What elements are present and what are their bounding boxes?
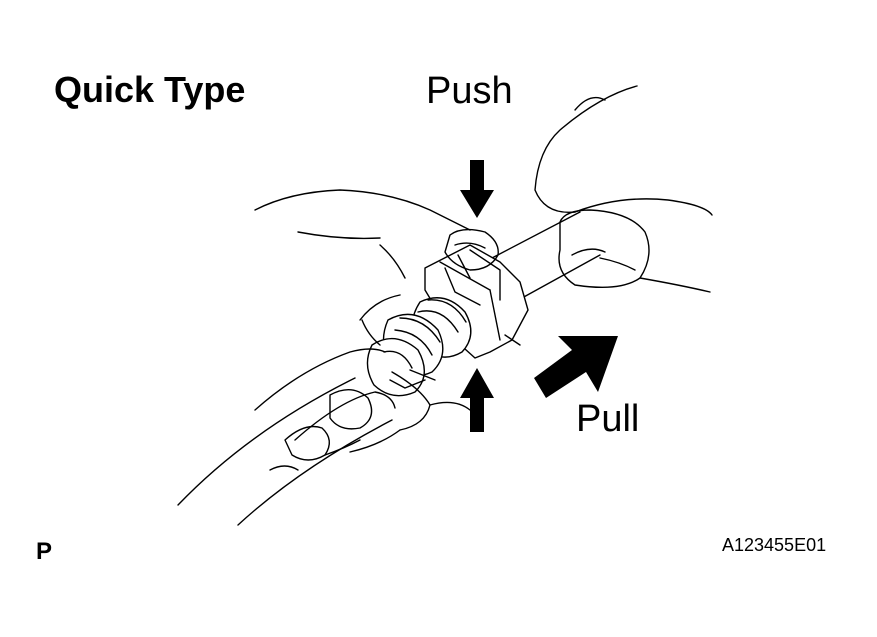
corner-mark: P: [36, 538, 53, 565]
upper-left-hand: [254, 189, 499, 346]
push-label: Push: [426, 70, 513, 112]
diagram-title: Quick Type: [54, 69, 246, 110]
pull-arrow: [534, 336, 618, 398]
quick-connector: [366, 244, 529, 397]
hose: [177, 211, 601, 526]
pull-label: Pull: [576, 398, 640, 440]
right-hand: [534, 85, 713, 293]
push-arrow-up: [460, 368, 494, 432]
push-arrow-down: [460, 160, 494, 218]
lower-left-hand: [254, 348, 471, 471]
figure-code: A123455E01: [722, 535, 827, 555]
